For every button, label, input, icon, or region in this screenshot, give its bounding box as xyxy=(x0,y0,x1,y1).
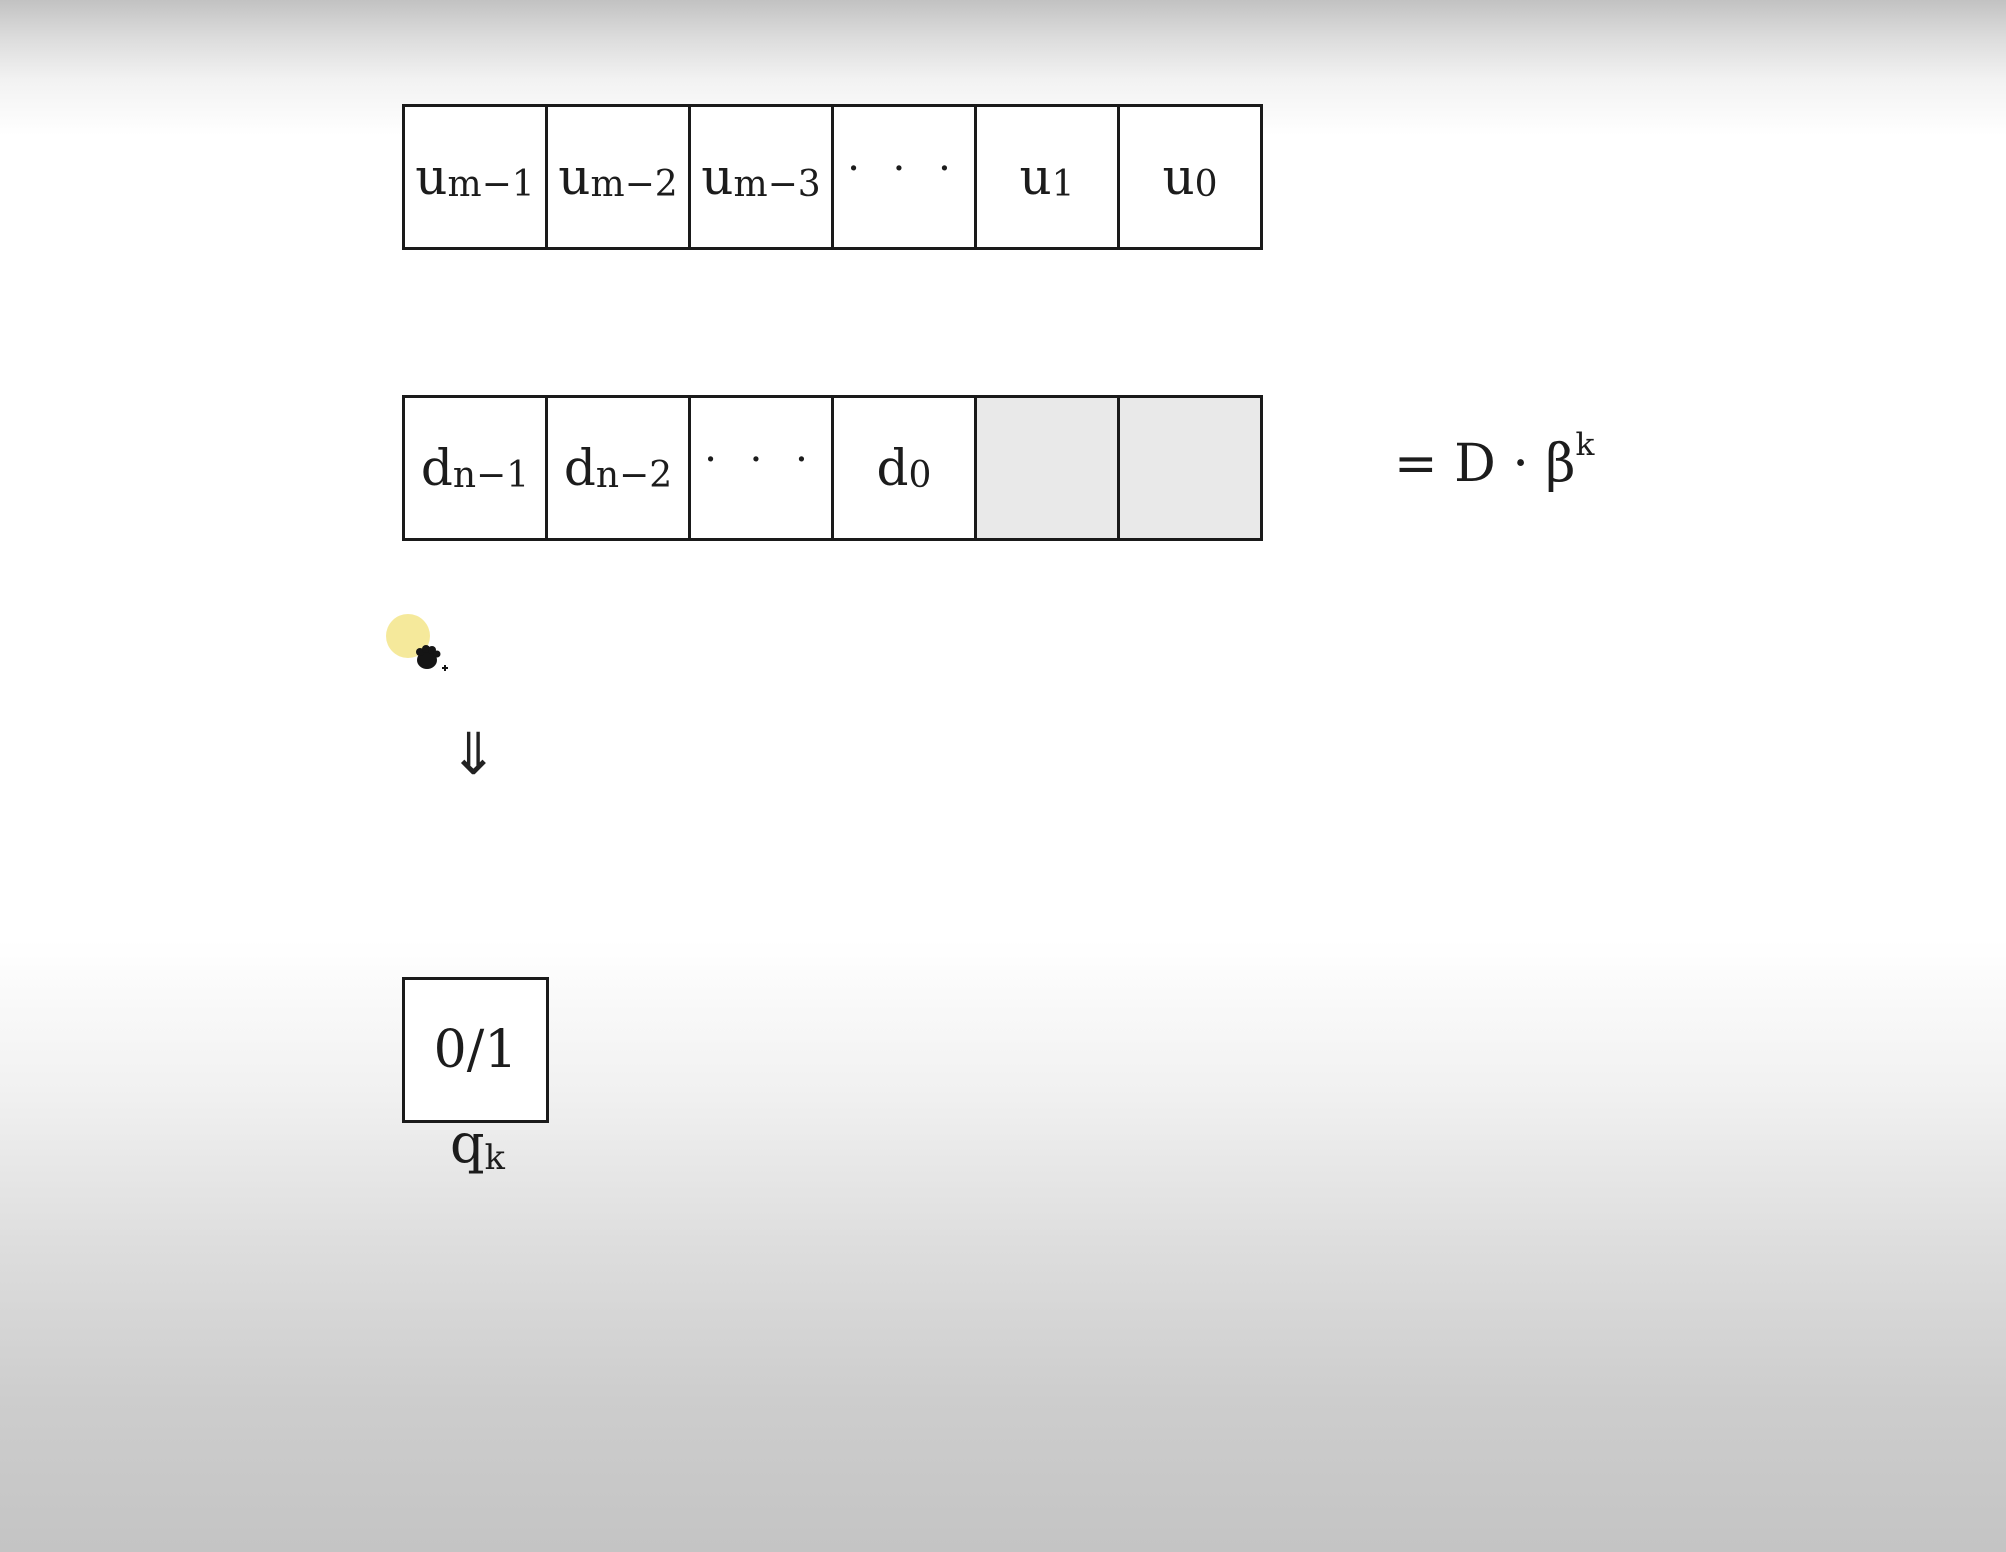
cell-subscript: m−1 xyxy=(447,164,535,206)
cell-subscript: m−2 xyxy=(590,164,678,206)
cell-base: u xyxy=(1019,148,1052,206)
cell-base: d xyxy=(420,439,453,497)
cell-subscript: 1 xyxy=(1051,164,1075,206)
cell-base: d xyxy=(563,439,596,497)
cell-base: u xyxy=(415,148,448,206)
cell-base: u xyxy=(558,148,591,206)
u-cell-ellipsis: · · · xyxy=(831,104,977,250)
quotient-value: 0/1 xyxy=(433,1020,518,1080)
double-down-arrow: ⇓ xyxy=(449,720,498,788)
d-cell-empty xyxy=(974,395,1120,541)
cell-subscript: n−2 xyxy=(595,455,673,497)
cell-subscript: 0 xyxy=(908,455,932,497)
cell-base: u xyxy=(1162,148,1195,206)
shift-equation: = D · βk xyxy=(1394,429,1594,494)
ellipsis: · · · xyxy=(704,437,818,483)
cell-subscript: 0 xyxy=(1194,164,1218,206)
hand-grab-cursor-icon xyxy=(386,614,448,671)
quotient-label-base: q xyxy=(450,1112,485,1175)
cell-base: u xyxy=(701,148,734,206)
cell-subscript: n−1 xyxy=(452,455,530,497)
d-cell-ellipsis: · · · xyxy=(688,395,834,541)
equation-exponent: k xyxy=(1575,426,1595,463)
cell-subscript: m−3 xyxy=(733,164,821,206)
quotient-label-subscript: k xyxy=(484,1137,505,1177)
ellipsis: · · · xyxy=(847,146,961,192)
quotient-label: qk xyxy=(450,1112,505,1177)
cell-base: d xyxy=(876,439,909,497)
equation-text: = D · β xyxy=(1394,434,1576,494)
quotient-digit-box: 0/1 xyxy=(402,977,549,1123)
d-cell-empty xyxy=(1117,395,1263,541)
